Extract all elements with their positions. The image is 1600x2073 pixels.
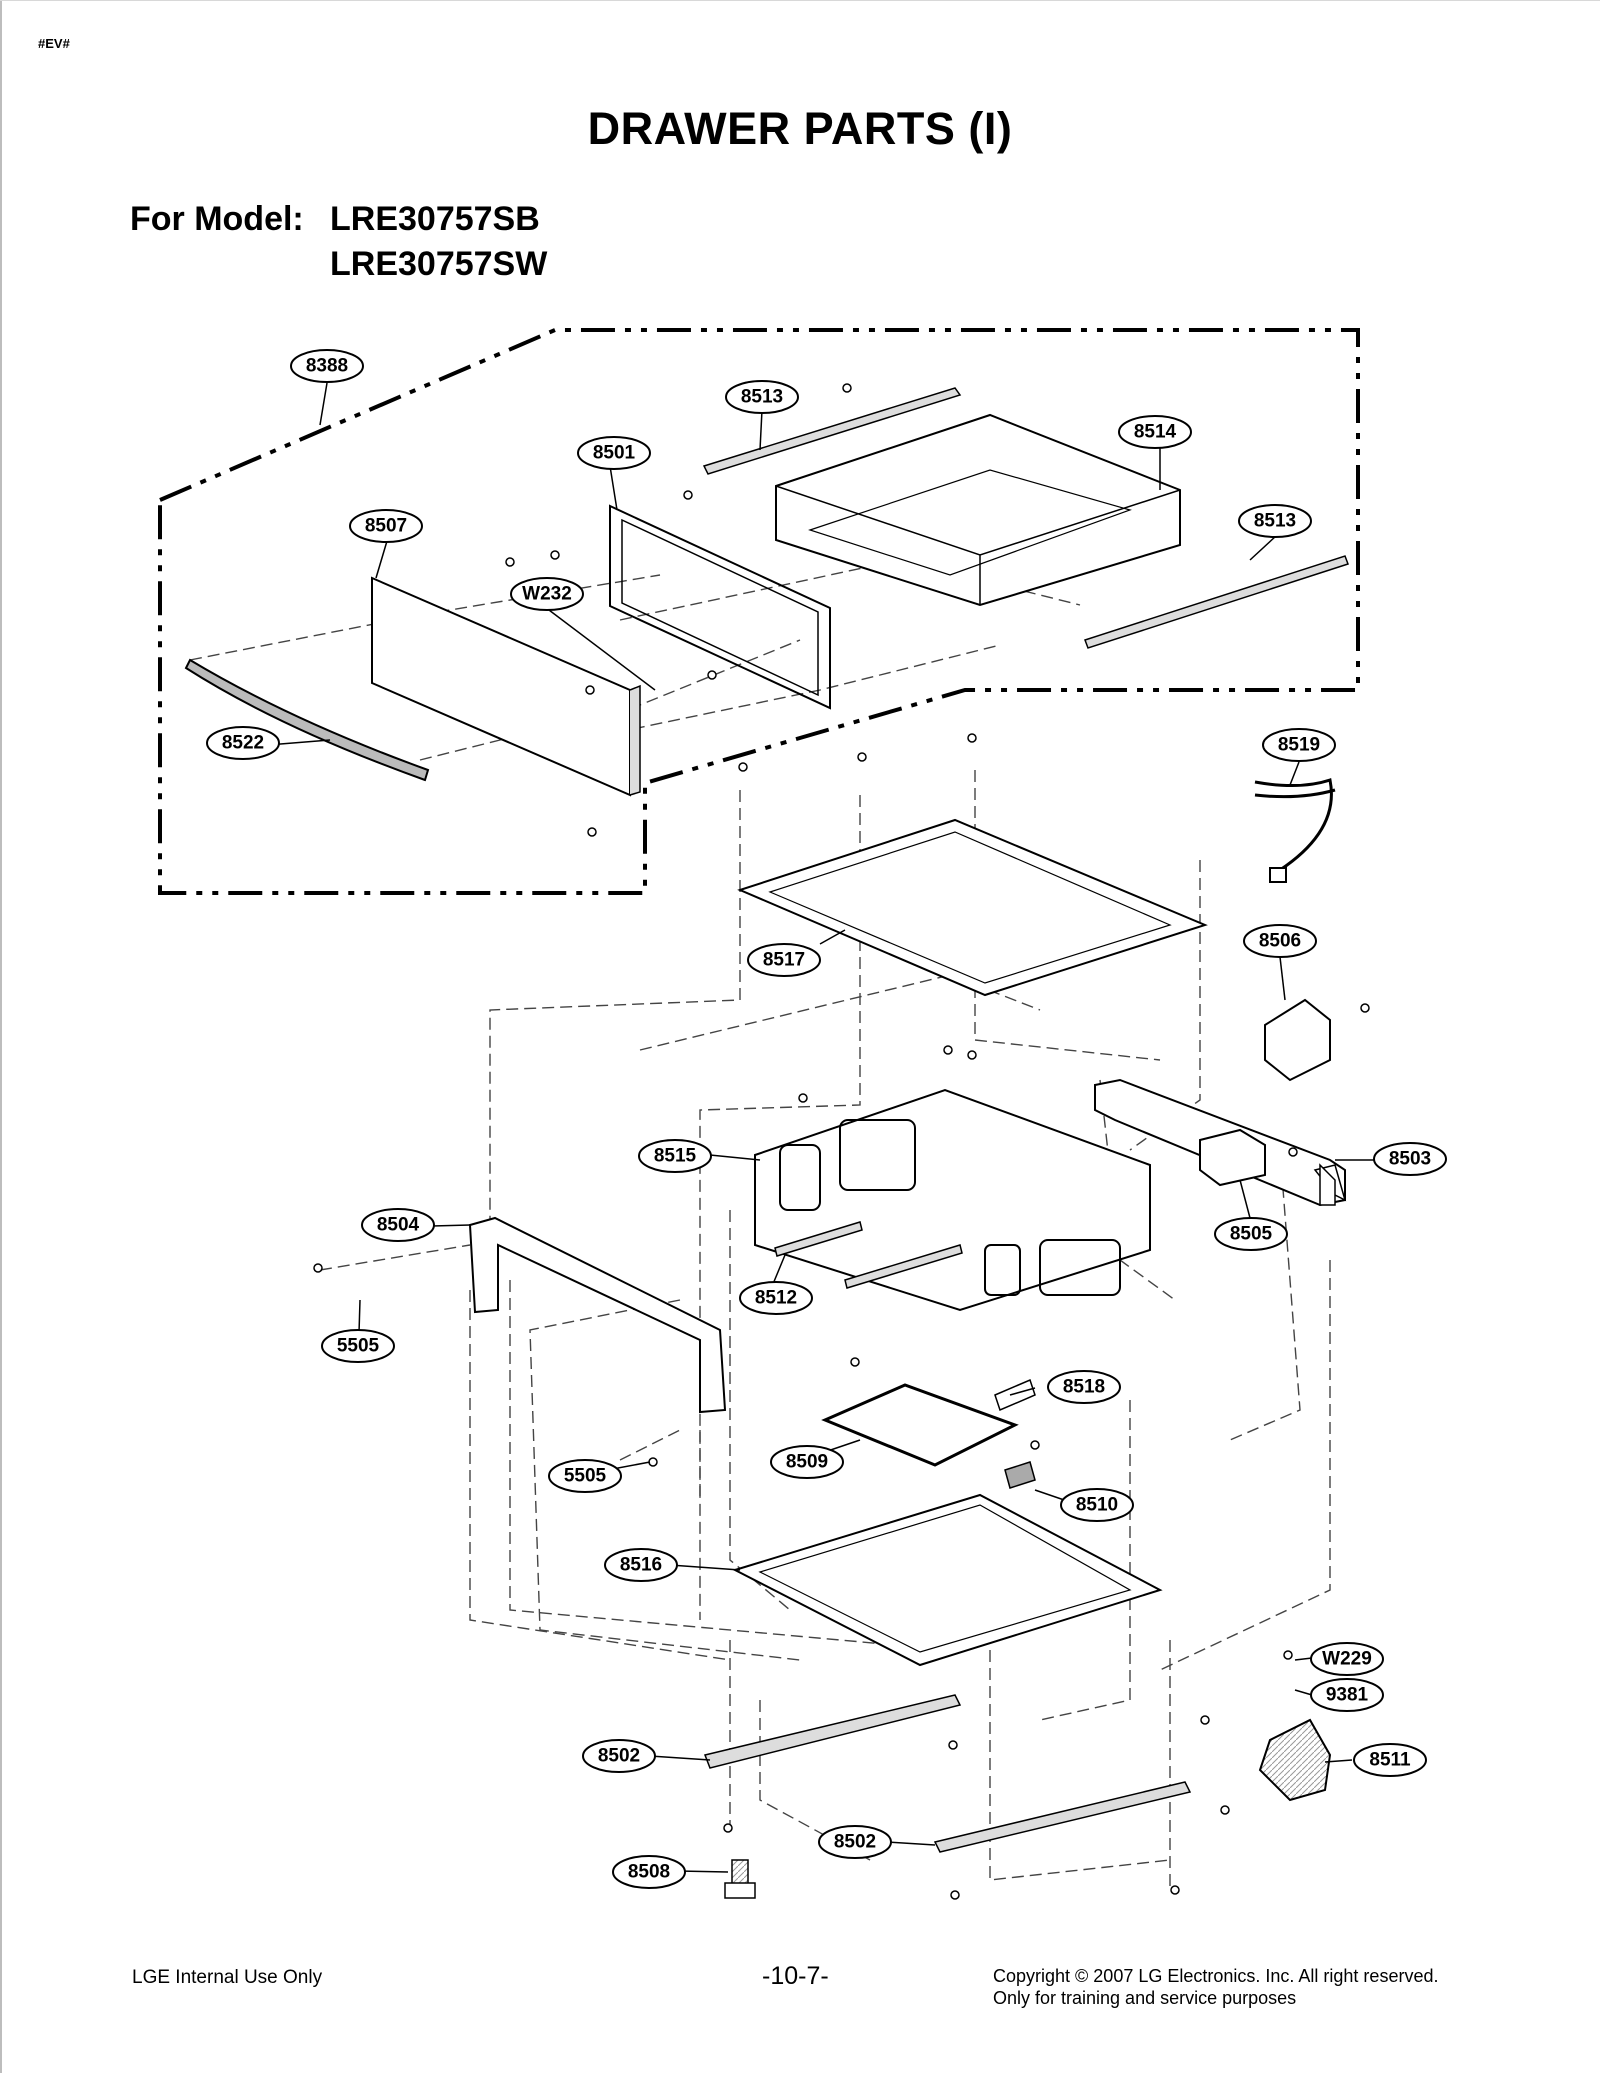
callout-8501 bbox=[577, 436, 651, 470]
housing-rail bbox=[774, 1221, 863, 1257]
drawer-frame bbox=[609, 504, 831, 710]
callout-8513-top bbox=[725, 380, 799, 414]
document-tag: #EV# bbox=[38, 36, 70, 51]
page-edge-top bbox=[0, 0, 1600, 1]
bottom-plate bbox=[732, 1493, 1163, 1667]
callout-label: 8501 bbox=[593, 443, 636, 464]
corner-bracket bbox=[1258, 1718, 1332, 1802]
callout-8388 bbox=[290, 349, 364, 383]
callout-label: 5505 bbox=[337, 1336, 380, 1357]
callout-label: 8504 bbox=[377, 1215, 420, 1236]
callout-8508 bbox=[612, 1855, 686, 1889]
callout-8509 bbox=[770, 1445, 844, 1479]
callout-8512 bbox=[739, 1281, 813, 1315]
callout-8507 bbox=[349, 509, 423, 543]
page-number: -10-7- bbox=[762, 1962, 829, 1990]
drawer-housing bbox=[754, 1088, 1151, 1312]
callout-8502-upper bbox=[582, 1739, 656, 1773]
drawer-handle bbox=[184, 658, 430, 782]
duct bbox=[1199, 1128, 1266, 1187]
copyright-text: Copyright © 2007 LG Electronics. Inc. Al… bbox=[993, 1966, 1439, 1986]
callout-label: 8513 bbox=[1254, 511, 1296, 532]
sensor bbox=[1004, 1461, 1036, 1489]
internal-use-notice: LGE Internal Use Only bbox=[132, 1967, 323, 1988]
drawer-box bbox=[775, 413, 1181, 607]
heater-terminal bbox=[994, 1378, 1036, 1412]
page-title: DRAWER PARTS (I) bbox=[587, 103, 1013, 154]
callout-label: 8517 bbox=[763, 950, 805, 971]
callout-label: 8502 bbox=[834, 1832, 876, 1853]
copyright-block: Copyright © 2007 LG Electronics. Inc. Al… bbox=[993, 1965, 1438, 2009]
callout-label: 8522 bbox=[222, 733, 264, 754]
training-notice: Only for training and service purposes bbox=[993, 1988, 1297, 2008]
callout-8511 bbox=[1353, 1743, 1427, 1777]
model-number-1: LRE30757SB bbox=[330, 200, 540, 238]
callout-label: 8510 bbox=[1076, 1495, 1118, 1516]
slide-rail-upper bbox=[703, 1694, 962, 1769]
slide-rail-lower bbox=[933, 1781, 1192, 1853]
callout-label: 8519 bbox=[1278, 735, 1320, 756]
callout-label: 8513 bbox=[741, 387, 783, 408]
callout-8503 bbox=[1373, 1142, 1447, 1176]
callout-label: 8518 bbox=[1063, 1377, 1105, 1398]
callout-8502-lower bbox=[818, 1825, 892, 1859]
part-callouts bbox=[206, 349, 1447, 1889]
callout-label: 8512 bbox=[755, 1288, 797, 1309]
heater-element bbox=[821, 1383, 1019, 1467]
callout-label: W229 bbox=[1322, 1649, 1372, 1670]
drawer-assembly-boundary bbox=[158, 328, 1360, 895]
callout-8518 bbox=[1047, 1370, 1121, 1404]
callout-label: 8388 bbox=[306, 356, 348, 377]
callout-label: 8508 bbox=[628, 1862, 670, 1883]
callout-label: 8516 bbox=[620, 1555, 662, 1576]
callout-label: 8509 bbox=[786, 1452, 828, 1473]
bracket bbox=[1264, 998, 1331, 1082]
callout-8514 bbox=[1118, 415, 1192, 449]
leader-lines bbox=[267, 382, 1375, 1873]
callout-5505-lower bbox=[548, 1459, 622, 1493]
model-label: For Model: bbox=[130, 200, 304, 238]
callout-9381 bbox=[1310, 1678, 1384, 1712]
front-frame bbox=[468, 1216, 727, 1414]
callout-label: 8502 bbox=[598, 1746, 640, 1767]
callout-label: 9381 bbox=[1326, 1685, 1369, 1706]
callout-W229 bbox=[1310, 1642, 1384, 1676]
callout-8505 bbox=[1214, 1217, 1288, 1251]
drawer-rail-right bbox=[1084, 555, 1349, 649]
callout-label: 8503 bbox=[1389, 1149, 1431, 1170]
model-number-2: LRE30757SW bbox=[330, 245, 548, 283]
callout-8522 bbox=[206, 726, 280, 760]
drawer-rail-left bbox=[702, 387, 962, 475]
callout-5505-left bbox=[321, 1329, 395, 1363]
page-edge-left bbox=[0, 0, 2, 2073]
callout-label: 8507 bbox=[365, 516, 407, 537]
screws bbox=[313, 383, 1370, 1900]
callout-8506 bbox=[1243, 924, 1317, 958]
callout-W232 bbox=[510, 577, 584, 611]
callout-8519 bbox=[1262, 728, 1336, 762]
callout-label: 8514 bbox=[1134, 422, 1177, 443]
callout-8517 bbox=[747, 943, 821, 977]
callout-8515 bbox=[638, 1139, 712, 1173]
wire-harness bbox=[1254, 778, 1333, 872]
callout-8510 bbox=[1060, 1488, 1134, 1522]
callout-8516 bbox=[604, 1548, 678, 1582]
callout-label: 5505 bbox=[564, 1466, 607, 1487]
callout-label: 8505 bbox=[1230, 1224, 1273, 1245]
callout-label: 8506 bbox=[1259, 931, 1301, 952]
callout-8513-right bbox=[1238, 504, 1312, 538]
callout-label: W232 bbox=[522, 584, 572, 605]
callout-label: 8511 bbox=[1369, 1750, 1411, 1771]
callout-8504 bbox=[361, 1208, 435, 1242]
callout-label: 8515 bbox=[654, 1146, 697, 1167]
